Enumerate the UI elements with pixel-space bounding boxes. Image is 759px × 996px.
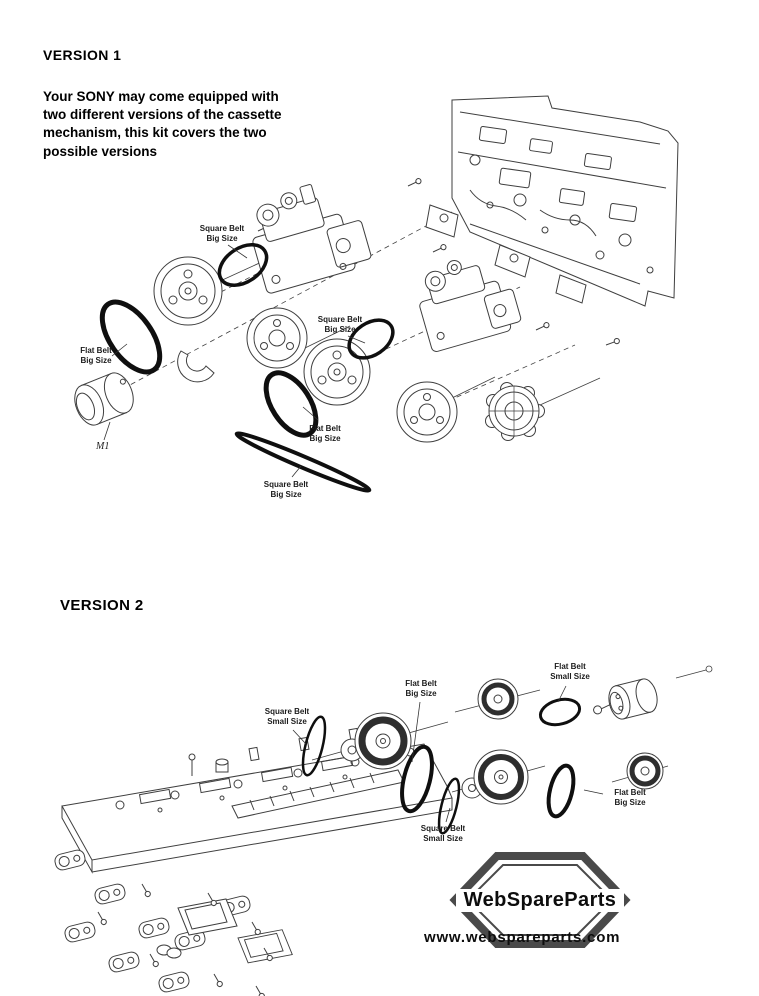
- v2-flat-belt-small-1: [538, 697, 582, 727]
- v2-flat-belt-big-2: [546, 763, 576, 819]
- v2-square-belt-small-2: [437, 777, 461, 835]
- v2-motor: [593, 678, 658, 720]
- v1-gear-wheel: [485, 382, 545, 441]
- v2-chassis-fittings: [188, 753, 229, 776]
- v1-axles: [217, 259, 601, 406]
- v1-pulley-right: [396, 381, 458, 443]
- v1-flat-belt-big-1: [99, 299, 163, 375]
- v2-flywheel-2: [461, 749, 529, 805]
- label-leader-lines: [103, 244, 604, 823]
- v1-label-motor-m1: M1: [96, 441, 110, 452]
- version1-diagram: [74, 95, 679, 493]
- v1-mechanism-left: [252, 184, 372, 294]
- v1-sub-brackets: [425, 204, 587, 304]
- v2-pulley-2: [626, 752, 664, 790]
- webspareparts-logo-text: WebSpareParts: [463, 889, 617, 911]
- v1-flywheel-1: [246, 307, 308, 369]
- v1-mechanism-right: [419, 259, 522, 352]
- v1-flat-belt-big-2: [263, 370, 319, 438]
- v2-flywheel-1: [340, 712, 412, 770]
- version2-diagram: [53, 665, 713, 996]
- version1-description: Your SONY may come equipped with two dif…: [43, 89, 282, 159]
- v2-lower-hardware: [53, 848, 293, 996]
- website-url: www.webspareparts.com: [424, 929, 621, 946]
- v1-square-belt-big-2: [347, 318, 395, 360]
- v2-plate-1: [177, 898, 238, 936]
- v1-bearing-clamp: [177, 350, 215, 383]
- v2-flat-belt-big-1: [400, 744, 434, 814]
- v2-pulley-1: [477, 678, 519, 720]
- webspareparts-logo-icon: [449, 852, 631, 948]
- v1-square-belt-big-3: [234, 431, 372, 493]
- v1-motor: [74, 372, 134, 426]
- v2-plate-2: [237, 929, 293, 964]
- version2-title: VERSION 2: [60, 597, 144, 614]
- v1-exploded-axis-lines: [114, 211, 576, 409]
- v1-belts: [99, 243, 395, 493]
- v1-pulley-left: [153, 256, 223, 326]
- version1-title: VERSION 1: [43, 47, 122, 63]
- v1-square-belt-big-1: [217, 243, 269, 287]
- v1-flywheel-2: [303, 338, 371, 406]
- v1-chassis-plate: [451, 95, 679, 307]
